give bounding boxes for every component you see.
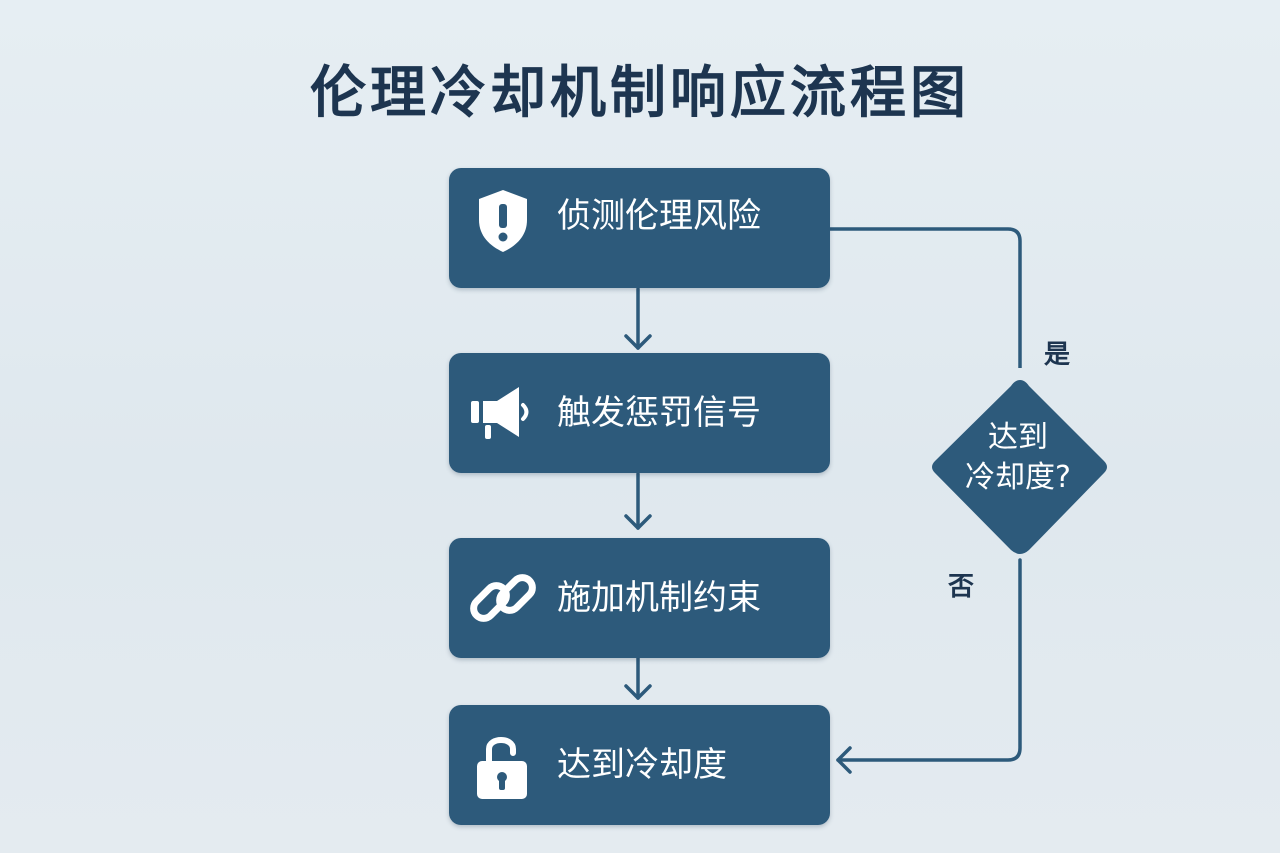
- page-title: 伦理冷却机制响应流程图: [310, 61, 970, 126]
- unlock-icon: [477, 737, 527, 799]
- step-label: 施加机制约束: [557, 578, 761, 618]
- connector-step1-to-decision: [830, 227, 1022, 368]
- chain-link-icon: [470, 574, 536, 622]
- shield-alert-icon: [479, 190, 527, 252]
- step-label: 触发惩罚信号: [557, 393, 761, 433]
- branch-no-label: 否: [948, 572, 975, 602]
- arrow-step1-to-step2: [624, 287, 652, 350]
- arrow-decision-to-step4: [836, 558, 1022, 774]
- step-label: 侦测伦理风险: [557, 196, 761, 236]
- step-apply-constraint: 施加机制约束: [449, 538, 830, 658]
- decision-line2: 冷却度?: [965, 460, 1071, 495]
- step-cooldown-reached: 达到冷却度: [449, 705, 830, 825]
- branch-yes-label: 是: [1044, 340, 1071, 370]
- megaphone-icon: [471, 387, 529, 439]
- step-detect-risk: 侦测伦理风险: [449, 168, 830, 288]
- step-label: 达到冷却度: [557, 745, 727, 785]
- arrow-step2-to-step3: [624, 472, 652, 530]
- arrow-step3-to-step4: [624, 656, 652, 700]
- decision-line1: 达到: [988, 420, 1048, 455]
- step-trigger-signal: 触发惩罚信号: [449, 353, 830, 473]
- decision-label: 达到 冷却度?: [928, 418, 1108, 498]
- decision-diamond: [932, 380, 1107, 554]
